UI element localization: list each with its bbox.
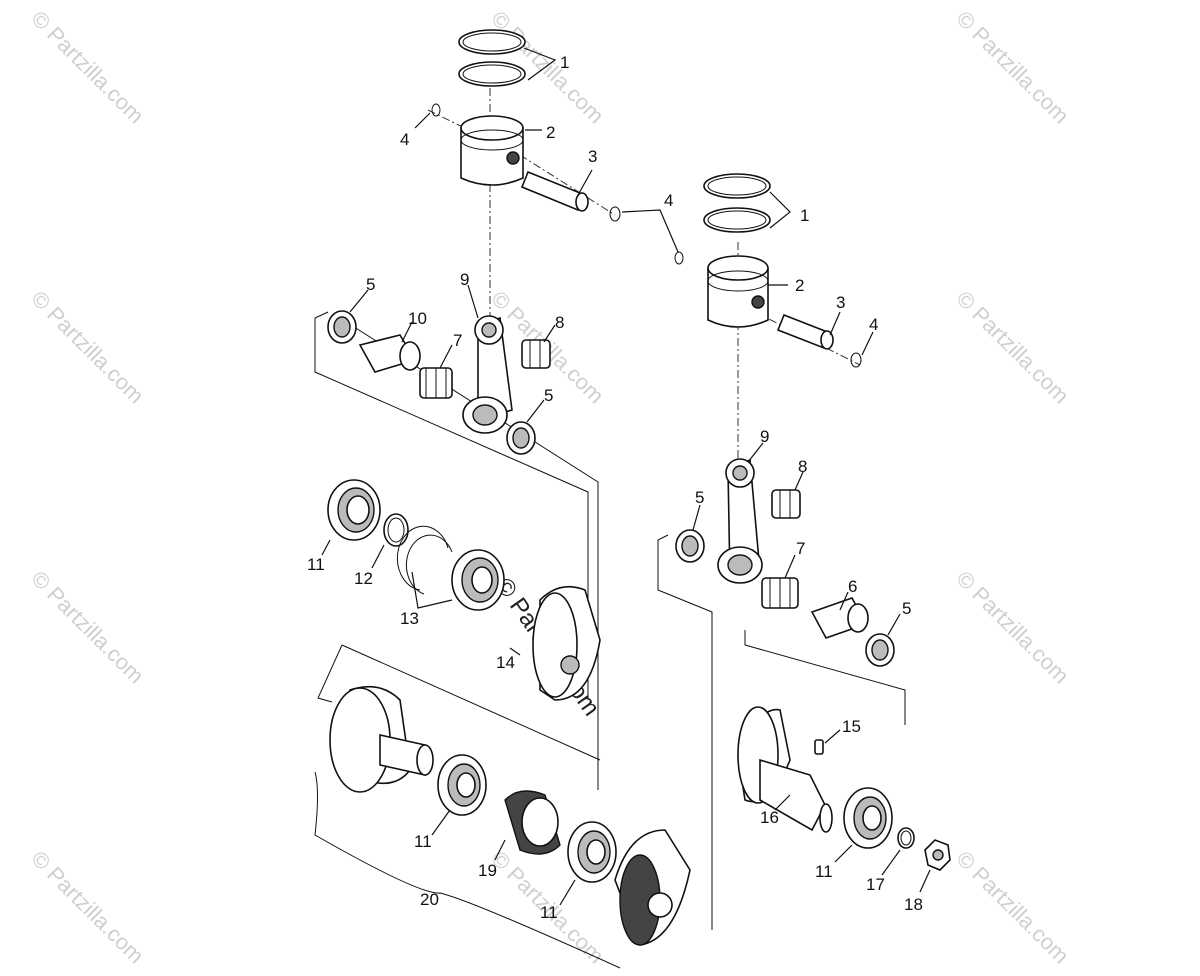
callout-1-left-rings: 1 — [560, 53, 569, 72]
callout-9-right-rod: 9 — [760, 427, 769, 446]
watermark-mid-left: © Partzilla.com — [26, 286, 149, 409]
watermark-low-left: © Partzilla.com — [26, 566, 149, 689]
callout-11-main-bearing-upper: 11 — [307, 555, 325, 574]
callout-6-right-pin: 6 — [848, 577, 857, 596]
callout-11-main-bearing-lower-right: 11 — [540, 903, 558, 922]
callout-3-right-pin: 3 — [836, 293, 845, 312]
callout-5-right-washer-top: 5 — [695, 488, 704, 507]
callout-8-left-needle: 8 — [555, 313, 564, 332]
callout-7-left-bearing: 7 — [453, 331, 462, 350]
callout-7-right-bearing: 7 — [796, 539, 805, 558]
left-piston-group — [431, 29, 621, 222]
callout-4-right-clip: 4 — [869, 315, 878, 334]
callout-12-snap-ring: 12 — [354, 569, 373, 588]
callout-11-right-main-bearing: 11 — [815, 862, 833, 881]
watermark-bottom-left: © Partzilla.com — [26, 846, 149, 969]
left-bearing-group — [327, 479, 601, 701]
callout-17-washer: 17 — [866, 875, 885, 894]
right-rod-group — [675, 458, 895, 667]
left-rod-group — [327, 310, 551, 455]
callout-9-left-rod: 9 — [460, 270, 469, 289]
right-piston-group — [674, 173, 862, 368]
callout-15-key: 15 — [842, 717, 861, 736]
callout-5-left-washer-bottom: 5 — [544, 386, 553, 405]
callout-2-left-piston: 2 — [546, 123, 555, 142]
callout-8-right-needle: 8 — [798, 457, 807, 476]
leader-lines — [321, 47, 931, 906]
right-crank-group — [737, 706, 951, 871]
crankshaft-assembly — [314, 685, 691, 969]
watermark-bottom-right: © Partzilla.com — [951, 846, 1074, 969]
watermark-low-right: © Partzilla.com — [951, 566, 1074, 689]
callout-11-main-bearing-lower-left: 11 — [414, 832, 432, 851]
callout-18-nut: 18 — [904, 895, 923, 914]
callout-3-left-pin: 3 — [588, 147, 597, 166]
callout-1-right-rings: 1 — [800, 206, 809, 225]
callout-19-labyrinth-seal: 19 — [478, 861, 497, 880]
callout-16-right-crank: 16 — [760, 808, 779, 827]
callout-20-crankshaft-assembly: 20 — [420, 890, 439, 909]
callout-4-clip-pair: 4 — [664, 191, 673, 210]
callout-13-seal-ring: 13 — [400, 609, 419, 628]
callout-5-right-washer-bottom: 5 — [902, 599, 911, 618]
watermark-top-right: © Partzilla.com — [951, 6, 1074, 129]
callout-2-right-piston: 2 — [795, 276, 804, 295]
callout-5-left-washer-top: 5 — [366, 275, 375, 294]
callout-numbers: 1 2 3 4 4 1 2 3 4 5 10 9 7 8 5 9 8 5 7 6… — [307, 53, 923, 922]
callout-14-crank-half: 14 — [496, 653, 515, 672]
callout-10-left-pin: 10 — [408, 309, 427, 328]
watermark-mid-right: © Partzilla.com — [951, 286, 1074, 409]
callout-4-left-clip: 4 — [400, 130, 409, 149]
watermark-top-left: © Partzilla.com — [26, 6, 149, 129]
